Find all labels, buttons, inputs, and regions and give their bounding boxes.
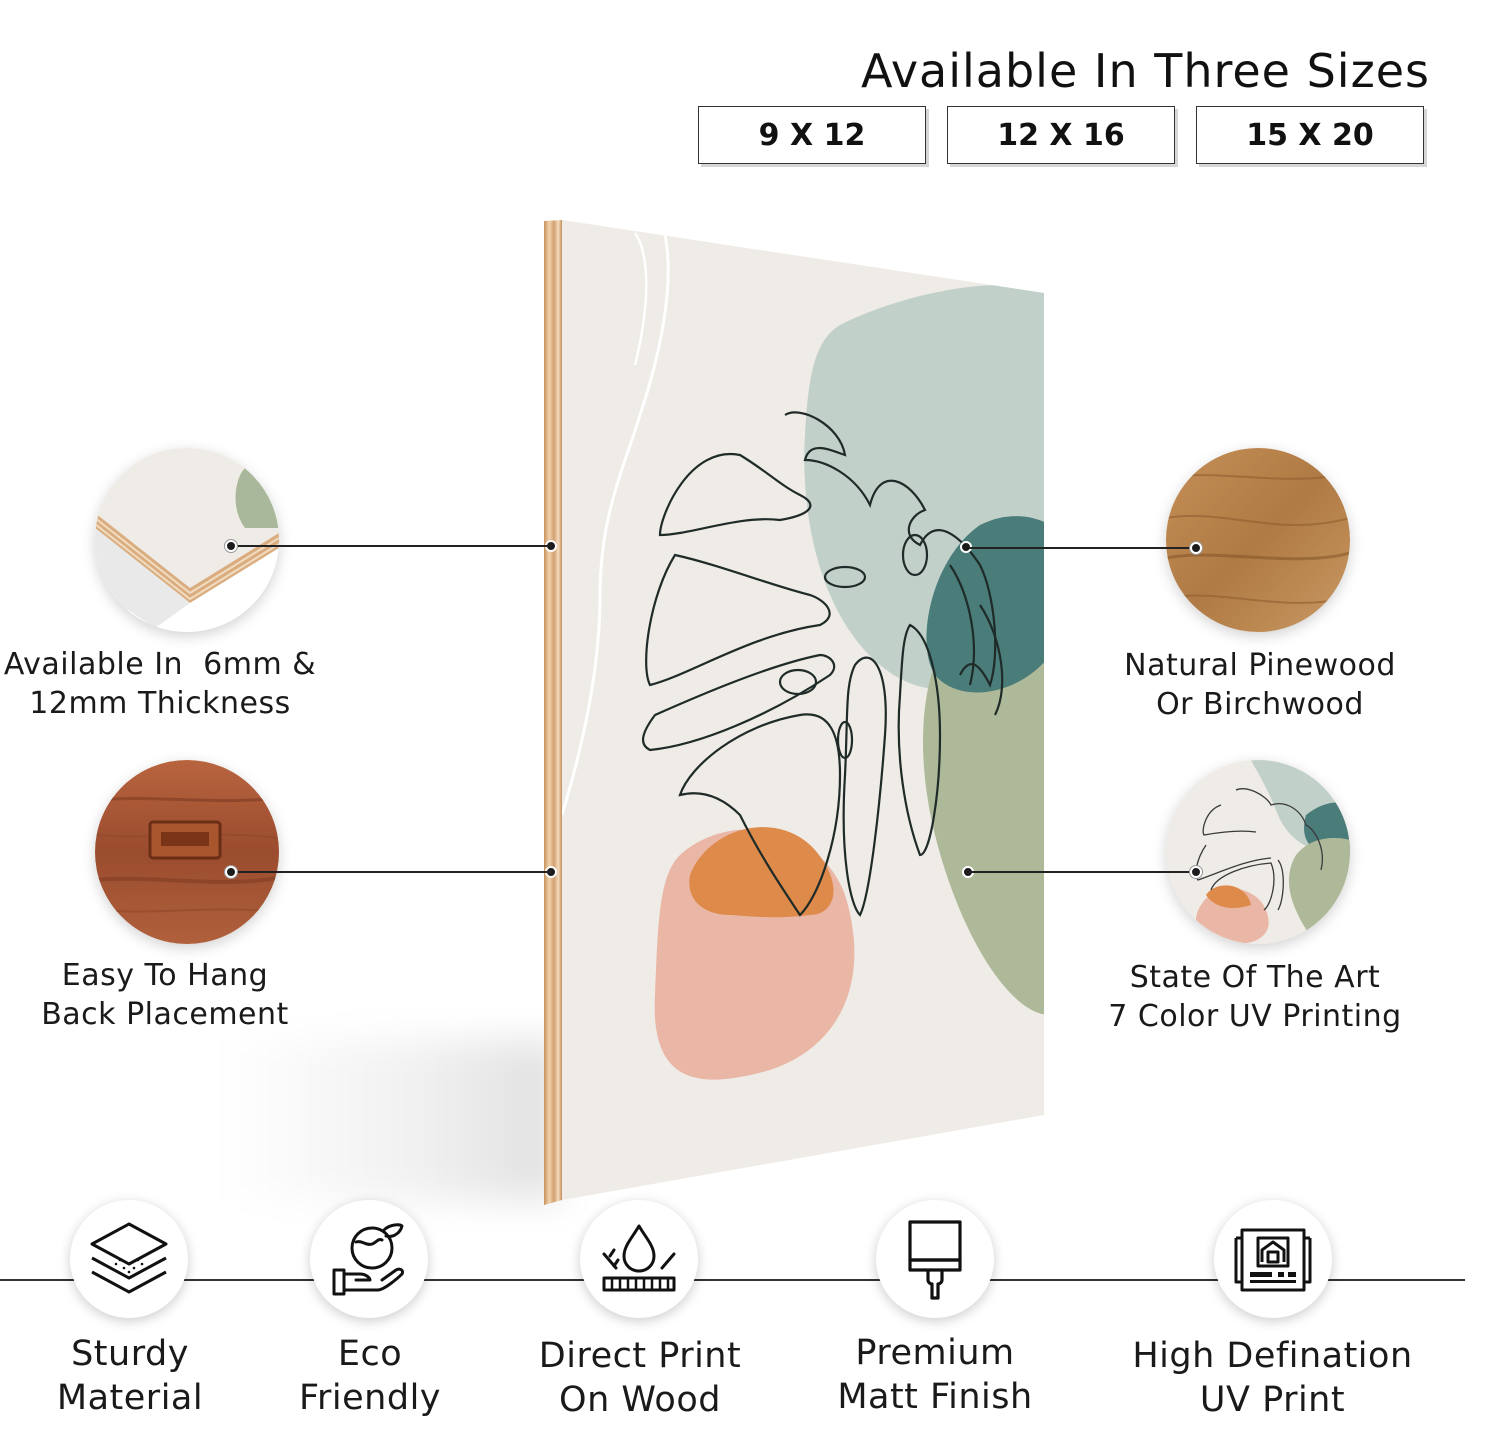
panel-shadow [220, 1040, 560, 1200]
printing-label-line2: 7 Color UV Printing [1108, 999, 1402, 1034]
uv-print-line1: High Defination [1132, 1336, 1413, 1376]
direct-print-line1: Direct Print [538, 1336, 742, 1376]
eco-friendly-label: Eco Friendly [260, 1332, 480, 1420]
thickness-connector [232, 545, 552, 547]
plywood-edge [544, 220, 562, 1205]
wood-label: Natural Pinewood Or Birchwood [1100, 646, 1420, 724]
uv-print-detail-image [1166, 760, 1350, 944]
thickness-detail-image [95, 448, 279, 632]
paint-brush-icon [908, 1220, 962, 1300]
eco-friendly-badge [310, 1200, 428, 1318]
size-option-12x16[interactable]: 12 X 16 [947, 106, 1175, 164]
thickness-label-line2: 12mm Thickness [29, 686, 291, 721]
printing-label-line1: State Of The Art [1129, 960, 1381, 995]
direct-print-badge [580, 1200, 698, 1318]
thickness-label-line1: Available In 6mm & [3, 647, 317, 682]
layers-icon [90, 1222, 168, 1294]
matt-finish-line2: Matt Finish [837, 1377, 1033, 1417]
sturdy-material-line1: Sturdy [71, 1334, 189, 1374]
uv-print-badge [1214, 1200, 1332, 1318]
wood-label-line1: Natural Pinewood [1124, 648, 1396, 683]
sizes-title: Available In Three Sizes [861, 44, 1430, 98]
wood-label-line2: Or Birchwood [1156, 687, 1364, 722]
matt-finish-badge [876, 1200, 994, 1318]
water-drop-resistant-icon [602, 1224, 676, 1292]
wood-dot [1190, 542, 1202, 554]
sturdy-material-label: Sturdy Material [20, 1332, 240, 1420]
eco-friendly-line2: Friendly [298, 1378, 442, 1418]
back-hanger-image [95, 760, 279, 944]
thickness-dot [225, 540, 237, 552]
hanging-label: Easy To Hang Back Placement [10, 956, 320, 1034]
eco-hand-globe-icon [332, 1223, 404, 1296]
printing-dot [1190, 866, 1202, 878]
hanging-label-line1: Easy To Hang [61, 958, 269, 993]
wood-grain-image [1166, 448, 1350, 632]
uv-print-line2: UV Print [1199, 1380, 1346, 1420]
uv-printer-icon [1234, 1228, 1312, 1292]
direct-print-label: Direct Print On Wood [510, 1334, 770, 1422]
wood-connector [968, 547, 1198, 549]
hanging-connector [232, 871, 552, 873]
matt-finish-label: Premium Matt Finish [815, 1331, 1055, 1419]
hanging-dot [225, 866, 237, 878]
size-option-15x20[interactable]: 15 X 20 [1196, 106, 1424, 164]
eco-friendly-line1: Eco [337, 1334, 403, 1374]
printing-label: State Of The Art 7 Color UV Printing [1090, 958, 1420, 1036]
sturdy-material-line2: Material [56, 1378, 204, 1418]
bottom-divider-line [0, 1279, 1465, 1281]
wooden-wall-art-panel [544, 220, 1044, 1205]
thickness-label: Available In 6mm & 12mm Thickness [0, 645, 320, 723]
matt-finish-line1: Premium [855, 1333, 1015, 1373]
uv-print-label: High Defination UV Print [1110, 1334, 1435, 1422]
printing-connector [968, 871, 1198, 873]
hanging-label-line2: Back Placement [41, 997, 289, 1032]
sturdy-material-badge [70, 1200, 188, 1318]
size-option-9x12[interactable]: 9 X 12 [698, 106, 926, 164]
direct-print-line2: On Wood [559, 1380, 721, 1420]
